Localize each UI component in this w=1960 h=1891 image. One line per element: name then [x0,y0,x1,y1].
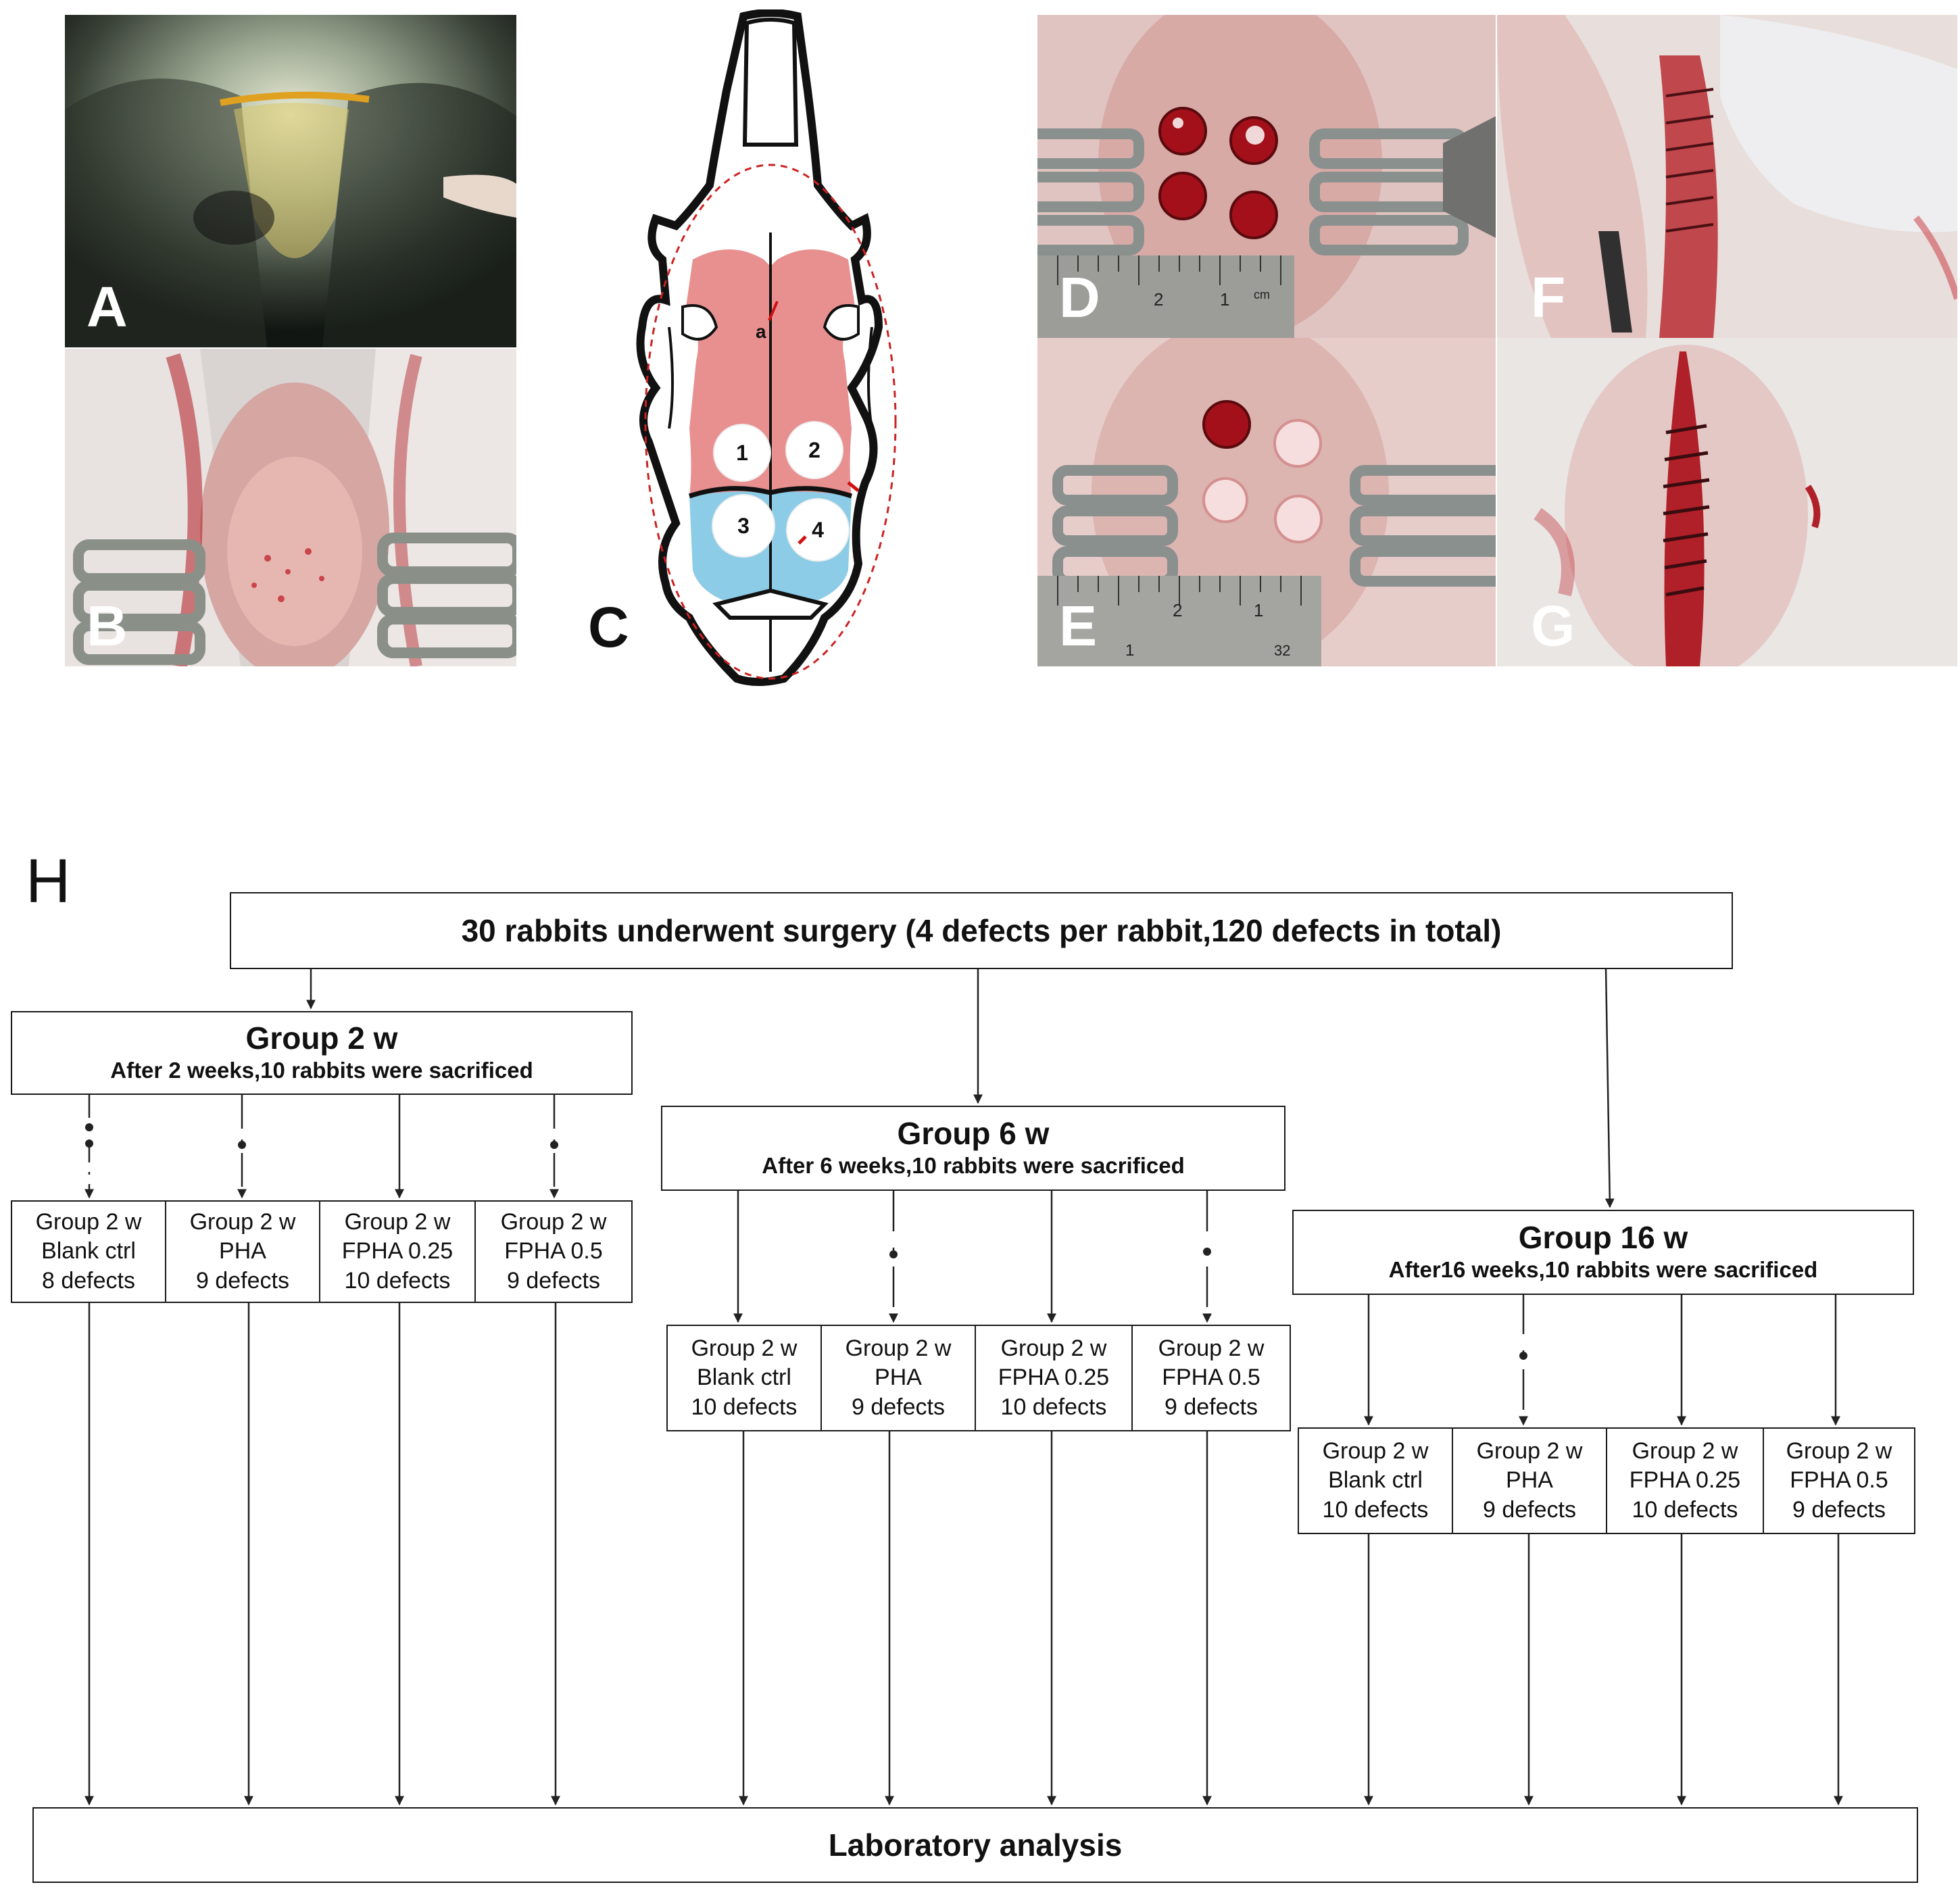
cell-line-1: Group 2 w [35,1208,142,1235]
cell-line-3: 9 defects [852,1394,945,1420]
cell-line-3: 9 defects [1792,1496,1886,1523]
cell-line-1: Group 2 w [344,1208,451,1235]
group-2w-cell-fpha05: Group 2 w FPHA 0.5 9 defects [474,1200,633,1303]
panel-label-a: A [87,275,128,339]
panel-label-c: C [588,595,629,659]
skull-marker-a: a [756,321,766,342]
panel-label-h: H [26,847,71,916]
flow-top-text: 30 rabbits underwent surgery (4 defects … [461,913,1502,948]
defect-label-1: 1 [736,441,748,465]
defect-label-3: 3 [737,514,750,538]
group-box-16w: Group 16 w After16 weeks,10 rabbits were… [1292,1210,1914,1295]
photo-panel-g: G [1497,338,1957,666]
cell-line-3: 9 defects [1483,1496,1576,1523]
group-2w-cell-fpha025: Group 2 w FPHA 0.25 10 defects [319,1200,476,1303]
ruler-e-number-32: 32 [1274,642,1290,659]
cell-line-3: 10 defects [1322,1496,1429,1523]
cell-line-2: PHA [875,1365,922,1391]
group-box-6w: Group 6 w After 6 weeks,10 rabbits were … [661,1106,1285,1191]
defect-label-2: 2 [808,438,820,462]
group-6w-cell-blank: Group 2 w Blank ctrl 10 defects [666,1325,822,1431]
group-subtitle-6w: After 6 weeks,10 rabbits were sacrificed [762,1153,1185,1178]
cell-line-2: PHA [1506,1467,1553,1494]
group-6w-cell-fpha025: Group 2 w FPHA 0.25 10 defects [975,1325,1133,1431]
cell-line-3: 9 defects [196,1267,289,1294]
cell-line-1: Group 2 w [691,1335,798,1361]
panel-label-e: E [1059,594,1098,658]
group-title-2w: Group 2 w [245,1021,398,1056]
cell-line-3: 10 defects [1000,1394,1107,1420]
cell-line-3: 10 defects [1632,1496,1738,1523]
cell-line-2: Blank ctrl [697,1365,791,1391]
cell-line-1: Group 2 w [1632,1438,1738,1464]
cell-line-3: 10 defects [691,1394,798,1420]
defect-circle-3 [712,494,775,558]
cell-line-1: Group 2 w [1476,1438,1583,1464]
cell-line-2: Blank ctrl [41,1238,136,1264]
ruler-d-unit: cm [1254,288,1270,301]
photo-d-illustration: 2 1 cm [1037,15,1496,338]
skull-diagram: a 1 2 3 4 [636,9,897,686]
panel-label-b: B [87,594,128,658]
ruler-e-number-2: 2 [1173,600,1182,620]
group-title-6w: Group 6 w [897,1116,1050,1152]
cell-line-1: Group 2 w [1000,1335,1107,1361]
group-16w-cell-fpha05: Group 2 w FPHA 0.5 9 defects [1763,1427,1915,1534]
cell-line-1: Group 2 w [1158,1335,1265,1361]
ruler-d-number-2: 2 [1154,289,1163,310]
group-2w-cell-pha: Group 2 w PHA 9 defects [165,1200,320,1303]
flow-bottom-text: Laboratory analysis [828,1827,1123,1863]
photo-f-illustration [1497,15,1957,338]
photo-g-illustration [1497,338,1957,666]
cell-line-2: PHA [219,1238,266,1264]
cell-line-2: Blank ctrl [1328,1467,1423,1494]
ruler-e-number-1: 1 [1254,600,1263,620]
panel-label-g: G [1531,594,1575,658]
ruler-e-number-1-lower: 1 [1125,641,1134,660]
group-title-16w: Group 16 w [1518,1220,1688,1256]
cell-line-3: 8 defects [42,1267,135,1294]
photo-panel-e: 2 1 1 32 E [1037,338,1496,666]
defect-circle-4 [786,498,850,562]
group-16w-cell-pha: Group 2 w PHA 9 defects [1452,1427,1607,1534]
defect-circle-1 [713,424,771,482]
cell-line-1: Group 2 w [500,1208,607,1235]
cell-line-3: 9 defects [507,1267,600,1294]
photo-b-illustration [65,349,516,666]
group-subtitle-2w: After 2 weeks,10 rabbits were sacrificed [110,1058,533,1083]
photo-panel-d: 2 1 cm D [1037,15,1496,338]
defect-circle-2 [785,421,843,479]
cell-line-2: FPHA 0.5 [504,1238,603,1264]
group-subtitle-16w: After16 weeks,10 rabbits were sacrificed [1388,1257,1818,1282]
panel-label-d: D [1059,266,1100,329]
panel-label-f: F [1531,266,1566,329]
cell-line-2: FPHA 0.5 [1162,1365,1260,1391]
group-6w-cell-pha: Group 2 w PHA 9 defects [820,1325,976,1431]
photo-panel-b: B [65,349,516,666]
photo-panel-f: F [1497,15,1957,338]
ruler-d-number-1: 1 [1220,289,1229,310]
defect-label-4: 4 [812,518,824,542]
group-16w-cell-blank: Group 2 w Blank ctrl 10 defects [1298,1427,1453,1534]
cell-line-1: Group 2 w [1322,1438,1429,1464]
cell-line-3: 10 defects [344,1267,451,1294]
cell-line-1: Group 2 w [1786,1438,1892,1464]
photo-a-illustration [65,15,516,347]
flow-top-box: 30 rabbits underwent surgery (4 defects … [230,892,1733,969]
cell-line-2: FPHA 0.25 [998,1365,1110,1391]
cell-line-2: FPHA 0.5 [1790,1467,1888,1494]
flow-bottom-box: Laboratory analysis [32,1807,1918,1883]
cell-line-2: FPHA 0.25 [341,1238,454,1264]
group-16w-cell-fpha025: Group 2 w FPHA 0.25 10 defects [1606,1427,1764,1534]
cell-line-3: 9 defects [1165,1394,1258,1420]
group-6w-cell-fpha05: Group 2 w FPHA 0.5 9 defects [1131,1325,1291,1431]
photo-panel-a: A [65,15,516,347]
group-2w-cell-blank: Group 2 w Blank ctrl 8 defects [11,1200,166,1303]
cell-line-1: Group 2 w [845,1335,952,1361]
photo-e-illustration: 2 1 1 32 [1037,338,1496,666]
cell-line-1: Group 2 w [189,1208,296,1235]
cell-line-2: FPHA 0.25 [1629,1467,1741,1494]
group-box-2w: Group 2 w After 2 weeks,10 rabbits were … [11,1011,633,1095]
